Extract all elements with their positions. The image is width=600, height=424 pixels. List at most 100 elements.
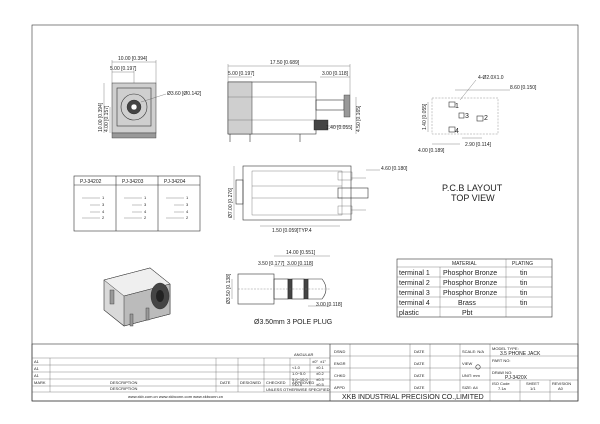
pcb-subtitle: TOP VIEW bbox=[451, 193, 495, 203]
schematic-label-1: 1 bbox=[102, 195, 105, 200]
schematic-b-label-2: 2 bbox=[144, 215, 147, 220]
schematic-c-label-2: 2 bbox=[186, 215, 189, 220]
outer-border bbox=[31, 24, 579, 402]
isometric-jack bbox=[103, 267, 171, 327]
hist-col-date: DATE bbox=[220, 380, 231, 385]
tb-date-3: DATE bbox=[414, 373, 425, 378]
schematic-b-label-1: 1 bbox=[144, 195, 147, 200]
pcb-left-dim: 4.00 [0.189] bbox=[418, 148, 445, 154]
material-row-5-part: plastic bbox=[399, 310, 419, 317]
pcb-pin-3: 3 bbox=[465, 113, 469, 120]
pcb-title: P.C.B LAYOUT bbox=[442, 183, 503, 193]
tb-draw: PJ-3420X bbox=[505, 375, 528, 381]
front-view bbox=[103, 60, 167, 139]
tb-unit: UNIT: mm bbox=[462, 373, 480, 378]
pcb-hole-dim: 4-Ø2.0X1.0 bbox=[478, 75, 504, 81]
schematic-b-label-4: 4 bbox=[144, 209, 147, 214]
tb-code-label: ISO Code bbox=[492, 381, 510, 386]
tb-draw-label: DRAW NO: bbox=[492, 370, 512, 375]
top-dia-dim: Ø7.00 [0.276] bbox=[228, 187, 234, 218]
tb-date-4: DATE bbox=[414, 385, 425, 390]
schematic-header-2: PJ-34203 bbox=[122, 179, 144, 185]
side-height-dim: 4.50 [0.165] bbox=[356, 105, 362, 132]
tb-rev: A0 bbox=[558, 386, 564, 391]
material-row-5-material: Pbt bbox=[462, 310, 473, 317]
plug-seg1-dim: 3.50 [0.177] bbox=[258, 261, 285, 267]
top-pitch-dim: 1.50 [0.059]TYP.4 bbox=[272, 228, 312, 234]
hist-row-3: A1 bbox=[34, 373, 40, 378]
hist-row-2: A1 bbox=[34, 366, 40, 371]
side-pin-dim: 1.40 [0.055] bbox=[326, 125, 353, 131]
side-body-dim: 5.00 [0.197] bbox=[228, 71, 255, 77]
hist-row-1: A1 bbox=[34, 359, 40, 364]
front-width-dim: 10.00 [0.394] bbox=[118, 56, 148, 62]
material-row-2-plating: tin bbox=[520, 280, 528, 287]
tol-value-1: ±0.1 bbox=[316, 365, 325, 370]
material-row-3-plating: tin bbox=[520, 290, 528, 297]
schematic-b-label-3: 3 bbox=[144, 202, 147, 207]
plug-caption: Ø3.50mm 3 POLE PLUG bbox=[254, 319, 332, 326]
hist-col-approved: APPROVED bbox=[292, 380, 314, 385]
tb-date-2: DATE bbox=[414, 361, 425, 366]
plug-drawing bbox=[231, 255, 330, 307]
top-view bbox=[233, 165, 380, 227]
tol-range-4: >10.0 bbox=[292, 382, 303, 387]
schematic-label-4: 4 bbox=[102, 209, 105, 214]
front-height-dim: 10.00 [0.394] bbox=[98, 102, 104, 132]
tb-date-1: DATE bbox=[414, 349, 425, 354]
tb-row-dsnd: DSND bbox=[334, 349, 345, 354]
plug-total-dim: 14.00 [0.551] bbox=[286, 250, 316, 256]
tb-view: VIEW bbox=[462, 361, 472, 366]
tol-header: ANGULAR bbox=[294, 352, 313, 357]
hist-col-designed: DESIGNED bbox=[240, 380, 261, 385]
tol-value-4: ±0.5 bbox=[316, 382, 325, 387]
material-header: MATERIAL bbox=[452, 261, 477, 267]
tb-sheet-label: SHEET bbox=[526, 381, 540, 386]
tb-row-chkd: CHKD bbox=[334, 373, 345, 378]
schematic-table bbox=[73, 175, 201, 232]
front-hole-dim: Ø3.60 [Ø0.142] bbox=[167, 91, 202, 97]
schematic-c-label-1: 1 bbox=[186, 195, 189, 200]
hist-col-mark: MARK bbox=[34, 380, 46, 385]
tol-range-2: 1.0~5.0 bbox=[292, 371, 306, 376]
material-row-3-part: terminal 3 bbox=[399, 290, 430, 297]
schematic-c-label-3: 3 bbox=[186, 202, 189, 207]
schematic-label-2: 2 bbox=[102, 215, 105, 220]
hist-header: DESCRIPTION bbox=[110, 386, 137, 391]
plating-header: PLATING bbox=[512, 261, 533, 267]
tb-part-label: PART NO: bbox=[492, 358, 510, 363]
tb-model-label: MODEL TYPE: bbox=[492, 346, 519, 351]
material-row-4-material: Brass bbox=[458, 300, 476, 307]
schematic-header-3: PJ-34204 bbox=[164, 179, 186, 185]
pcb-pitch-dim: 2.90 [0.114] bbox=[465, 142, 492, 148]
tb-model: 3.5 PHONE JACK bbox=[500, 351, 541, 357]
tb-sheet: 1/1 bbox=[530, 386, 536, 391]
plug-seg2-dim: 3.00 [0.118] bbox=[287, 261, 314, 267]
tol-range-3: 5.0~10.0 bbox=[292, 377, 308, 382]
title-block bbox=[31, 343, 579, 402]
material-row-3-material: Phosphor Bronze bbox=[443, 290, 497, 297]
pcb-pin-1: 1 bbox=[455, 103, 459, 110]
material-row-4-part: terminal 4 bbox=[399, 300, 430, 307]
tb-scale: SCALE: N/A bbox=[462, 349, 484, 354]
tol-range-1: <1.0 bbox=[292, 365, 301, 370]
material-row-2-material: Phosphor Bronze bbox=[443, 280, 497, 287]
tb-row-engr: ENGR bbox=[334, 361, 346, 366]
pcb-width-dim: 8.60 [0.150] bbox=[510, 85, 537, 91]
tb-row-appd: APPD bbox=[334, 385, 345, 390]
pcb-pin-2: 2 bbox=[484, 115, 488, 122]
side-view bbox=[227, 64, 357, 142]
material-row-1-material: Phosphor Bronze bbox=[443, 270, 497, 277]
pcb-pin-4: 4 bbox=[455, 128, 459, 135]
company-urls: www.xkb.com.cn www.xkbconn.com www.xkbco… bbox=[128, 394, 223, 399]
material-row-2-part: terminal 2 bbox=[399, 280, 430, 287]
hist-col-checked: CHECKED bbox=[266, 380, 286, 385]
tb-company: XKB INDUSTRIAL PRECISION CO.,LIMITED bbox=[342, 394, 484, 401]
material-row-1-part: terminal 1 bbox=[399, 270, 430, 277]
tol-value-2: ±0.2 bbox=[316, 371, 325, 376]
material-table bbox=[396, 258, 553, 318]
tol-angle-2: ±1° bbox=[320, 359, 326, 364]
side-length-dim: 17.50 [0.689] bbox=[270, 60, 300, 66]
front-offset-dim: 5.00 [0.197] bbox=[110, 66, 137, 72]
material-row-4-plating: tin bbox=[520, 300, 528, 307]
